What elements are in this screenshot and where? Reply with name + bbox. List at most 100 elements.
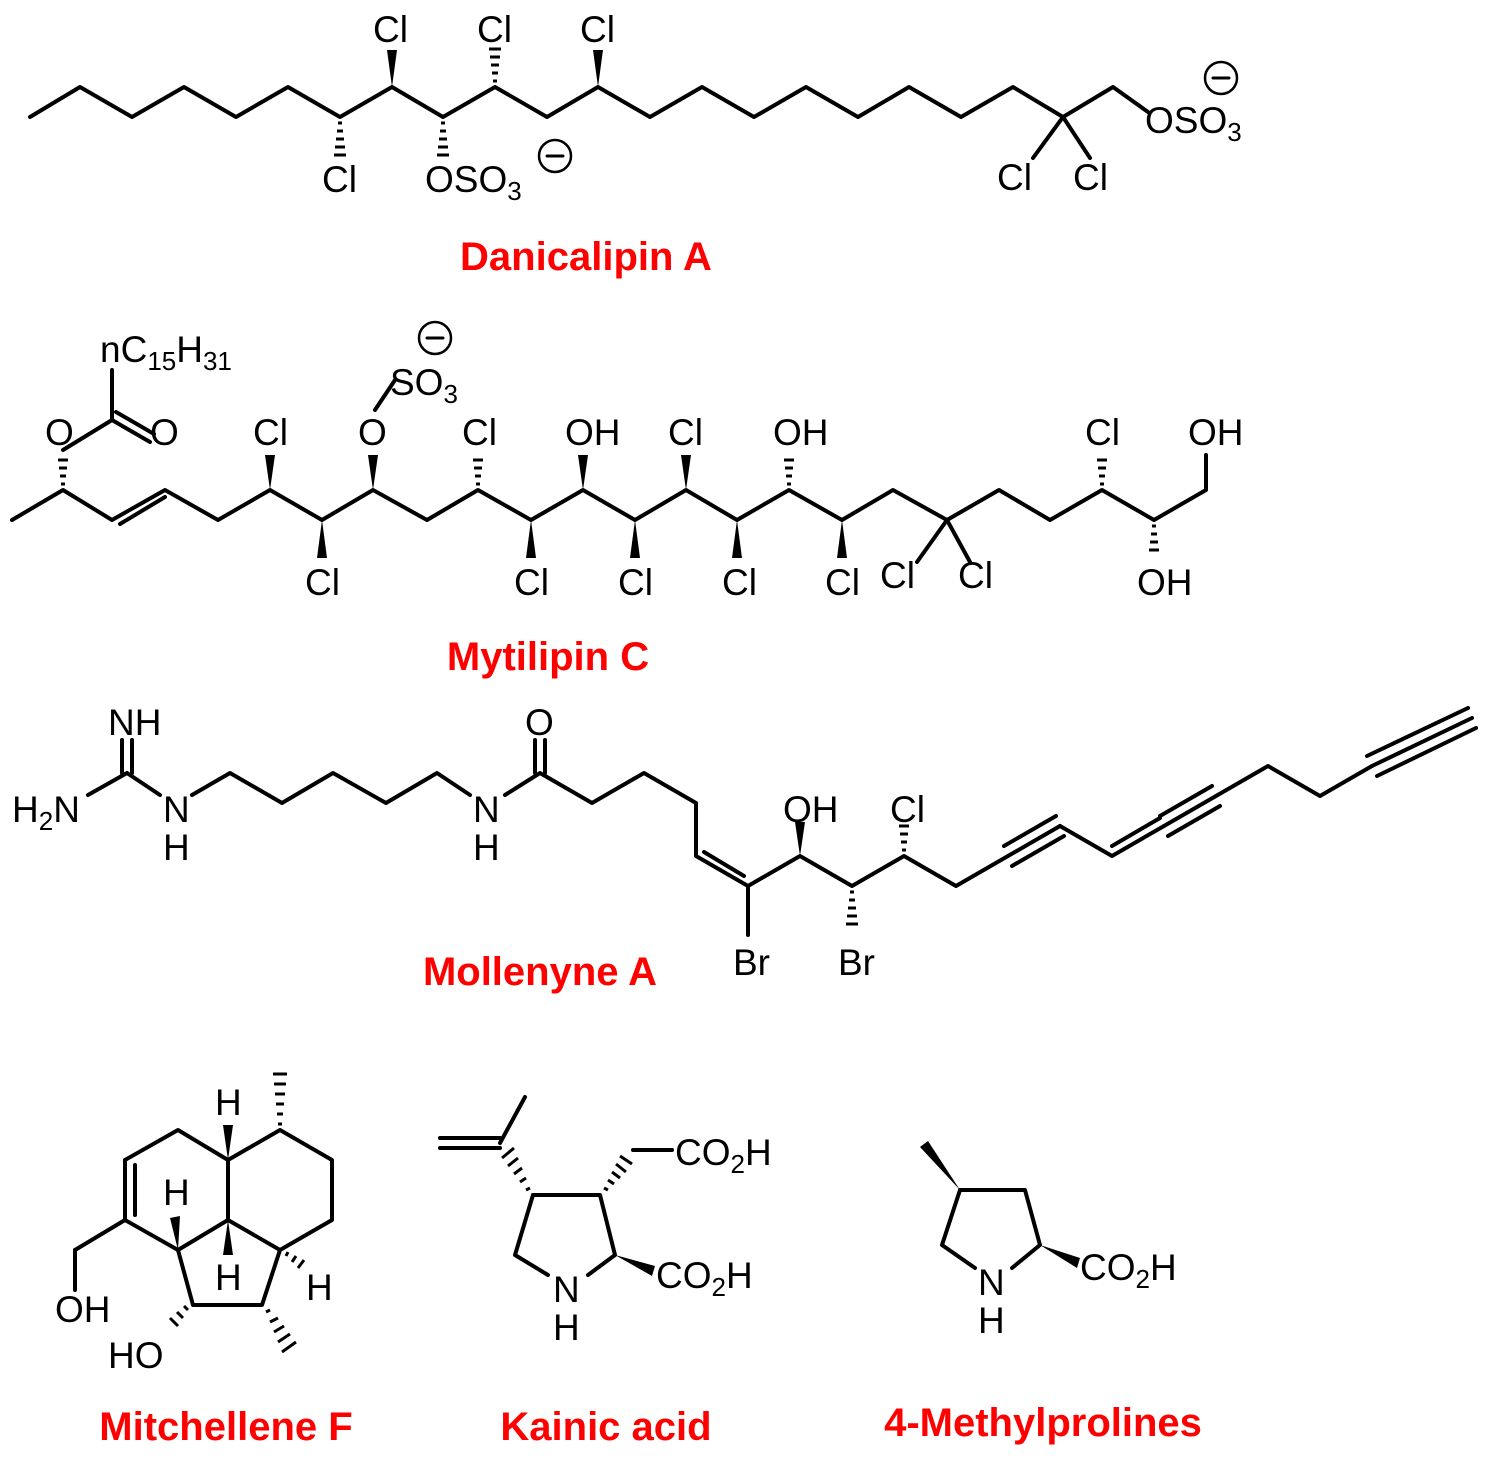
oxygen-label: O <box>150 412 179 453</box>
mytilipin-wedge-bond <box>732 520 742 558</box>
sulfate-label: OSO3 <box>425 159 522 206</box>
chlorine-label: Cl <box>373 9 408 50</box>
mytilipin-sulfate-bond <box>373 378 397 412</box>
mytilipin-wedge-bond <box>681 455 691 490</box>
danicalipin-hash-bond <box>334 121 346 157</box>
hydrogen-label: H <box>306 1267 333 1308</box>
nitrogen-label: N <box>978 1262 1005 1303</box>
chlorine-label: Cl <box>514 562 549 603</box>
mollenyne-triple-bond <box>1158 784 1214 818</box>
negative-charge-icon <box>537 138 573 174</box>
carboxyl-label: CO2H <box>1080 1247 1177 1294</box>
mytilipin-hash-bond <box>1097 458 1107 486</box>
chlorine-label: Cl <box>1073 157 1108 198</box>
compound-name-kainic-acid: Kainic acid <box>500 1405 711 1449</box>
mytilipin-hash-bond <box>1149 524 1159 552</box>
oxygen-label: O <box>358 412 387 453</box>
chlorine-label: Cl <box>253 412 288 453</box>
compound-name-mitchellene-f: Mitchellene F <box>99 1405 352 1449</box>
oxygen-label: O <box>45 412 74 453</box>
methylproline-wedge-bond <box>1040 1245 1080 1268</box>
bromine-label: Br <box>733 942 770 983</box>
mytilipin-ester-bond <box>61 418 114 452</box>
kainic-wedge-bond <box>615 1255 655 1276</box>
hydrogen-label: H <box>978 1300 1005 1341</box>
sulfate-label: SO3 <box>390 362 458 409</box>
danicalipin-hash-bond <box>437 121 449 157</box>
chlorine-label: Cl <box>890 789 925 830</box>
mollenyne-chain-bond <box>503 771 1010 888</box>
methylproline-ring-bond <box>958 1188 1042 1270</box>
mollenyne-triple-bond <box>1006 824 1062 858</box>
chlorine-label: Cl <box>477 9 512 50</box>
kainic-hash-bond <box>603 1154 633 1192</box>
carboxyl-label: CO2H <box>675 1132 772 1179</box>
mytilipin-hash-bond <box>784 458 794 486</box>
hydrogen-label: H <box>163 827 190 868</box>
oxygen-label: O <box>525 702 554 743</box>
mollenyne-triple-bond <box>1365 706 1470 758</box>
danicalipin-ccl-bond <box>1031 115 1065 160</box>
hydrogen-label: H <box>553 1307 580 1348</box>
sulfate-label: OSO3 <box>1145 100 1242 147</box>
mytilipin-double-bond <box>118 495 167 526</box>
mollenyne-double-bond <box>702 850 746 878</box>
mollenyne-triple-bond <box>1010 834 1066 868</box>
mytilipin-wedge-bond <box>837 520 847 558</box>
mitchellene-wedge-bond <box>170 1216 180 1250</box>
mollenyne-triple-bond <box>1002 814 1058 848</box>
mitchellene-wedge-bond <box>223 1220 233 1255</box>
compound-name-mollenyne-a: Mollenyne A <box>423 950 657 994</box>
negative-charge-icon <box>1203 60 1239 96</box>
chlorine-label: Cl <box>618 562 653 603</box>
hydroxyl-label: OH <box>1137 562 1193 603</box>
mollenyne-chain-bond <box>1058 824 1166 858</box>
chlorine-label: Cl <box>880 555 915 596</box>
danicalipin-a-structure: Cl Cl Cl Cl Cl Cl OSO3 OSO3 <box>28 9 1242 206</box>
mollenyne-guanidine-bond <box>125 771 162 797</box>
methylproline-ring-bond <box>940 1188 977 1270</box>
mytilipin-chain-bond <box>10 453 1208 522</box>
danicalipin-wedge-bond <box>593 50 603 87</box>
mytilipin-carbonyl-bond <box>110 418 152 444</box>
hydrogen-label: H <box>163 1172 190 1213</box>
chlorine-label: Cl <box>462 412 497 453</box>
mollenyne-triple-bond <box>1375 726 1478 778</box>
mytilipin-wedge-bond <box>265 455 275 490</box>
mitchellene-hash-bond <box>168 1304 190 1328</box>
mollenyne-chain-bond <box>190 771 472 805</box>
chlorine-label: Cl <box>580 9 615 50</box>
mitchellene-ring-bond <box>176 1248 282 1307</box>
danicalipin-hash-bond <box>489 47 501 83</box>
mollenyne-triple-bond <box>1166 804 1222 838</box>
nitrogen-label: N <box>553 1269 580 1310</box>
mollenyne-guanidine-bond <box>86 771 129 797</box>
hydroxyl-label: OH <box>55 1289 111 1330</box>
danicalipin-ccl-bond <box>1061 115 1092 160</box>
mytilipin-hash-bond <box>58 458 68 486</box>
chlorine-label: Cl <box>958 555 993 596</box>
mytilipin-wedge-bond <box>368 455 378 490</box>
mytilipin-wedge-bond <box>526 520 536 558</box>
kainic-ring-bond <box>513 1193 550 1277</box>
methylproline-structure: CO2H N H <box>920 1141 1177 1341</box>
mitchellene-hash-bond <box>273 1072 287 1126</box>
kainic-acid-structure: CO2H CO2H N H <box>438 1095 772 1348</box>
compound-name-danicalipin-a: Danicalipin A <box>460 235 712 279</box>
chlorine-label: Cl <box>825 562 860 603</box>
mytilipin-wedge-bond <box>578 455 588 490</box>
methylproline-wedge-bond <box>920 1141 960 1190</box>
chlorine-label: Cl <box>1085 412 1120 453</box>
mytilipin-c-structure: nC15H31 O O O SO3 Cl Cl OH Cl OH Cl OH C… <box>10 320 1244 603</box>
nitrogen-label: N <box>473 789 500 830</box>
kainic-ring-bond <box>531 1193 617 1277</box>
nitrogen-label: N <box>163 789 190 830</box>
hydrogen-label: H <box>473 827 500 868</box>
mitchellene-ring-bond <box>123 1158 230 1252</box>
mollenyne-hash-bond <box>899 824 909 852</box>
chlorine-label: Cl <box>997 157 1032 198</box>
carboxyl-label: CO2H <box>656 1255 753 1302</box>
mitchellene-wedge-bond <box>223 1125 233 1160</box>
kainic-alkene-bond <box>498 1095 527 1145</box>
